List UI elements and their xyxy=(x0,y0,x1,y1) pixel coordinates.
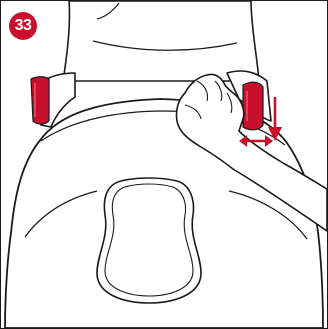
hand-thumb-line xyxy=(184,104,202,120)
step-number-badge: 33 xyxy=(9,12,37,40)
backrest-pleat-left xyxy=(96,2,120,20)
down-arrow-icon xyxy=(268,97,282,141)
cushion-bolster-right xyxy=(228,190,308,240)
side-adjuster-left xyxy=(30,76,50,125)
buckle-pad-inner xyxy=(104,183,194,297)
left-right-arrow-icon xyxy=(239,135,273,147)
hand-finger-lines xyxy=(196,80,233,114)
seat-backrest xyxy=(62,1,260,82)
backrest-seam xyxy=(92,40,238,51)
buckle-pad-outer xyxy=(96,177,202,304)
side-adjuster-right xyxy=(242,81,264,131)
cushion-bolster-left xyxy=(24,190,98,238)
